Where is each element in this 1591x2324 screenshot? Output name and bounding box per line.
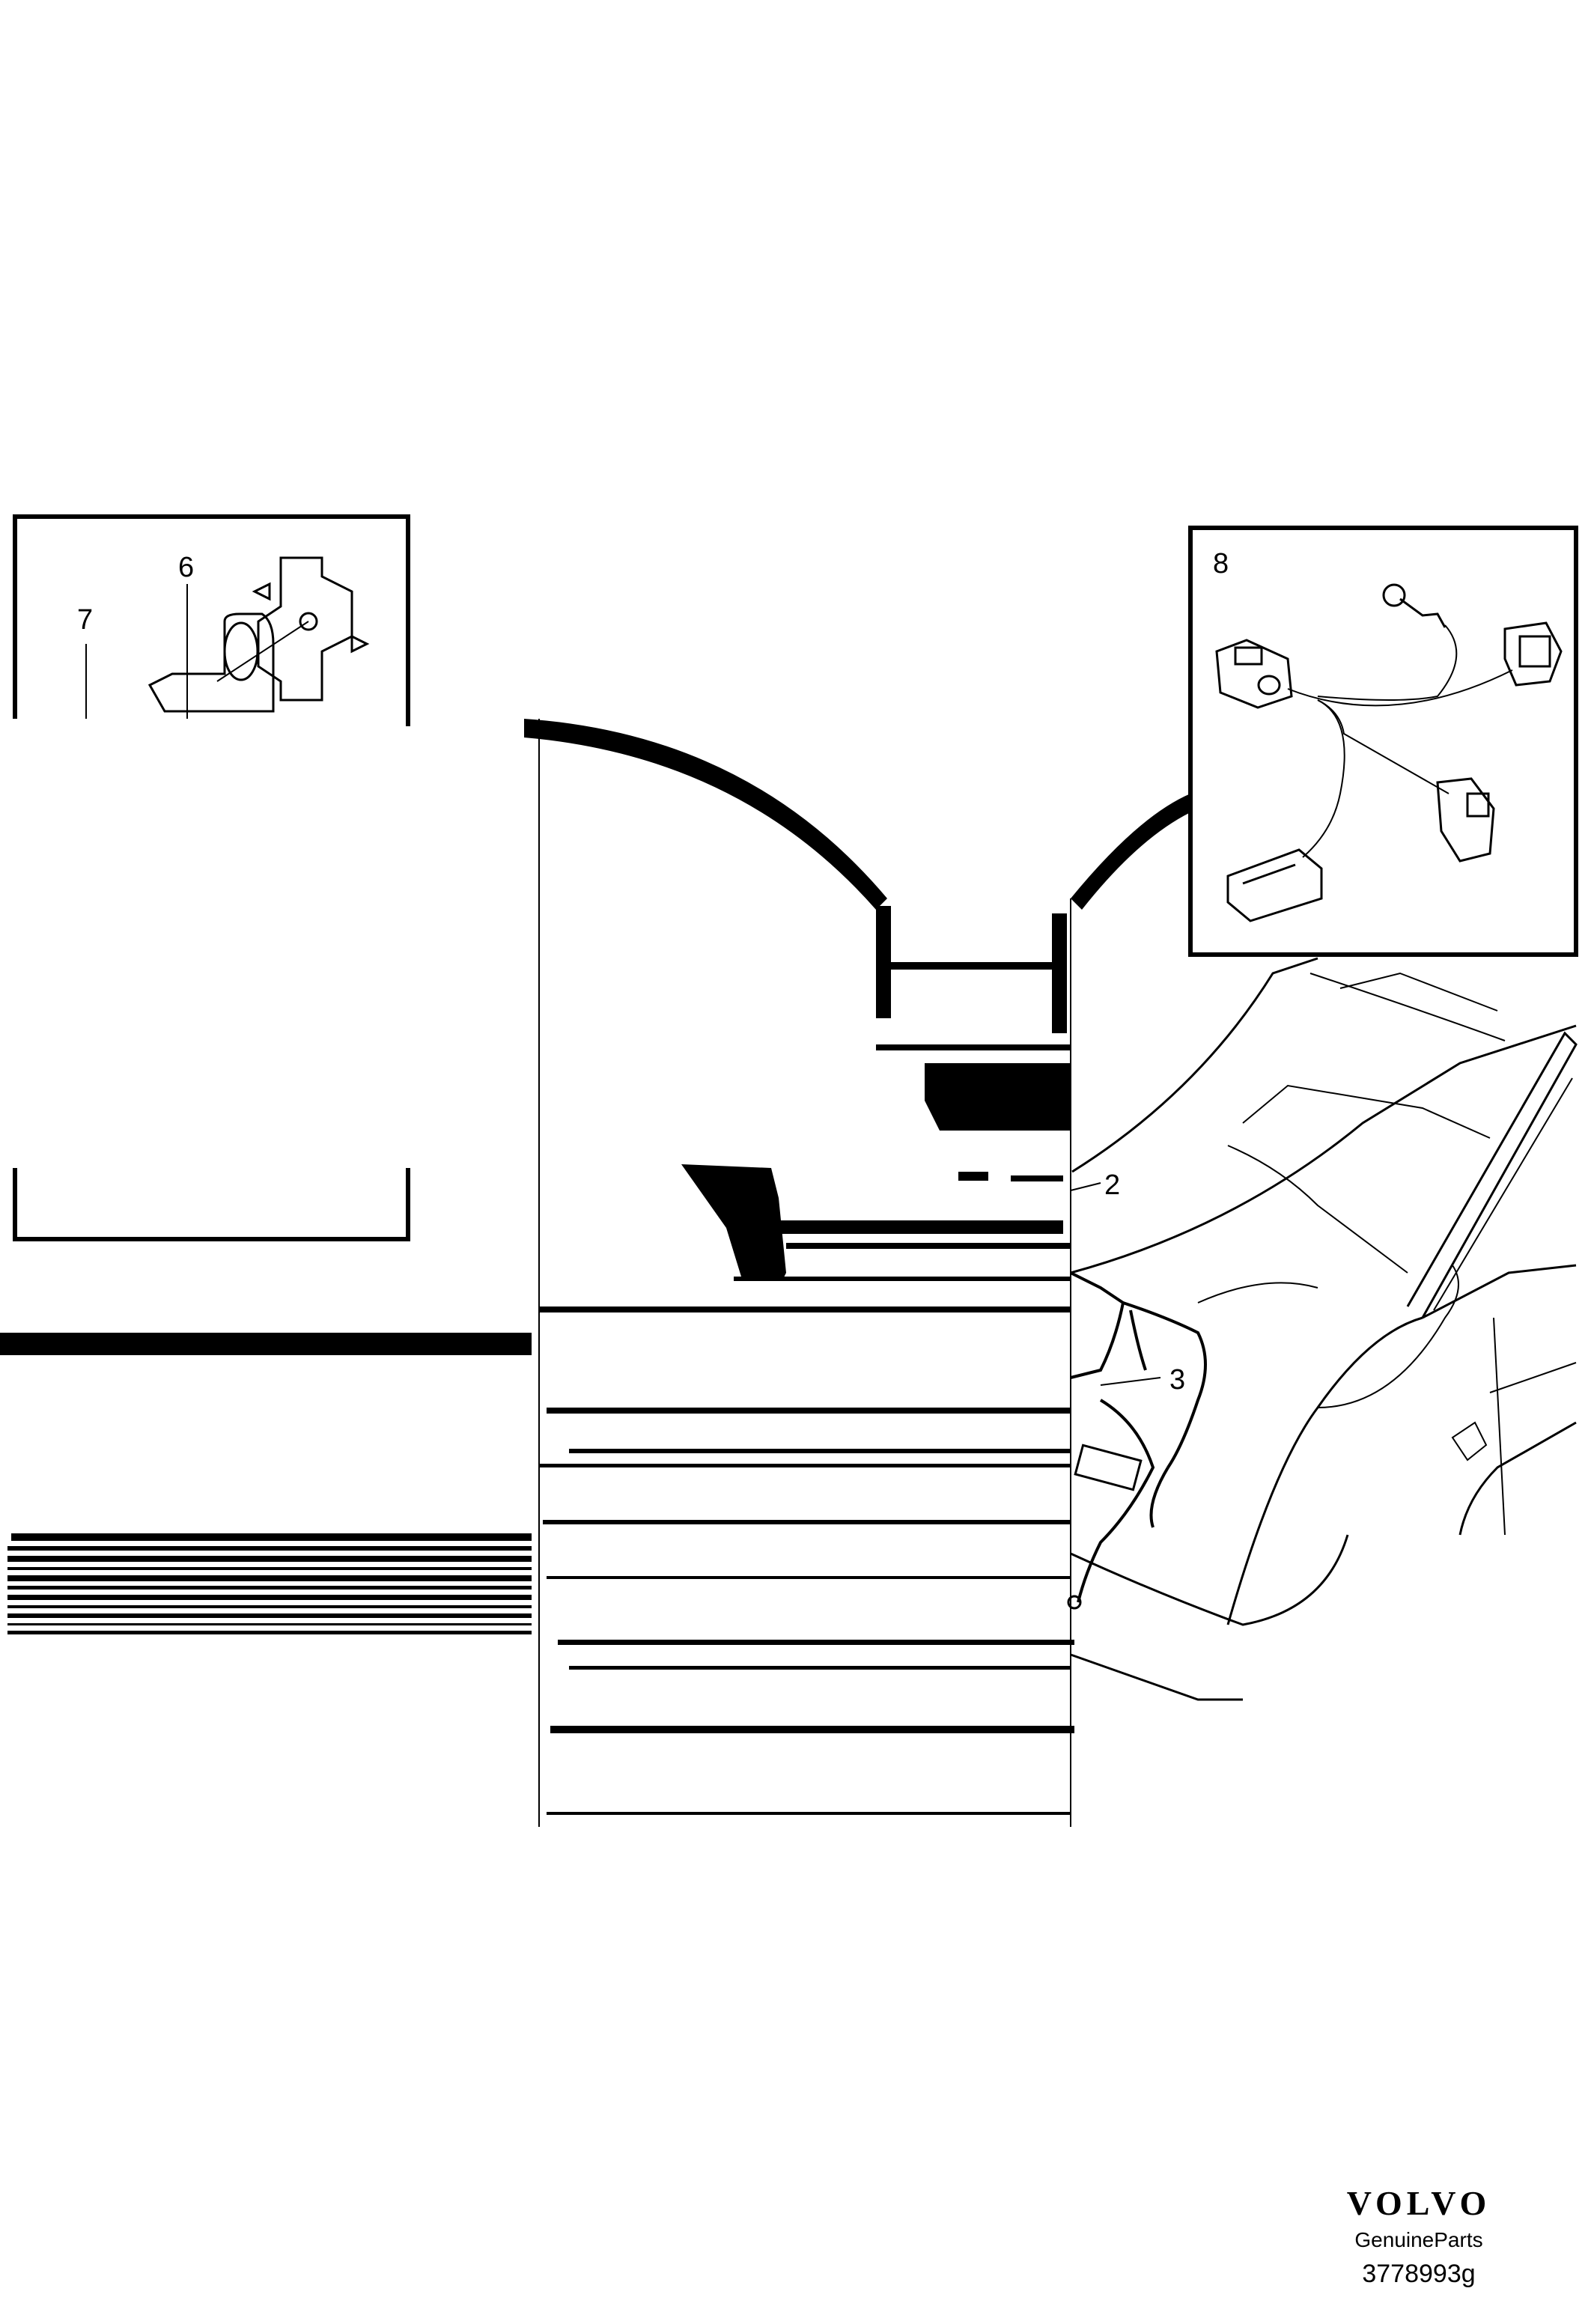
artifact-lines [538, 719, 1071, 1827]
callout-7: 7 [77, 604, 93, 636]
bracket-plate [252, 556, 370, 702]
leader-lines [1070, 1182, 1161, 1386]
inset-left [13, 514, 410, 1241]
volvo-logo: VOLVO [1346, 2184, 1491, 2222]
brand-block: VOLVO GenuineParts 3778993g [1321, 2186, 1516, 2289]
illustration-id: 3778993g [1362, 2260, 1476, 2288]
callout-6: 6 [178, 552, 194, 583]
callout-8: 8 [1213, 548, 1229, 580]
genuine-parts-label: GenuineParts [1354, 2228, 1483, 2251]
artifact-bands [0, 719, 1190, 1815]
inset-right [1188, 526, 1578, 957]
harness-connectors [1215, 583, 1563, 922]
callout-3: 3 [1169, 1364, 1185, 1396]
car-body [1070, 957, 1578, 1701]
callout-2: 2 [1104, 1169, 1120, 1201]
mounting-flange [147, 612, 275, 713]
wiring-harness-3 [1067, 1271, 1207, 1610]
harness-wires [1287, 624, 1513, 858]
